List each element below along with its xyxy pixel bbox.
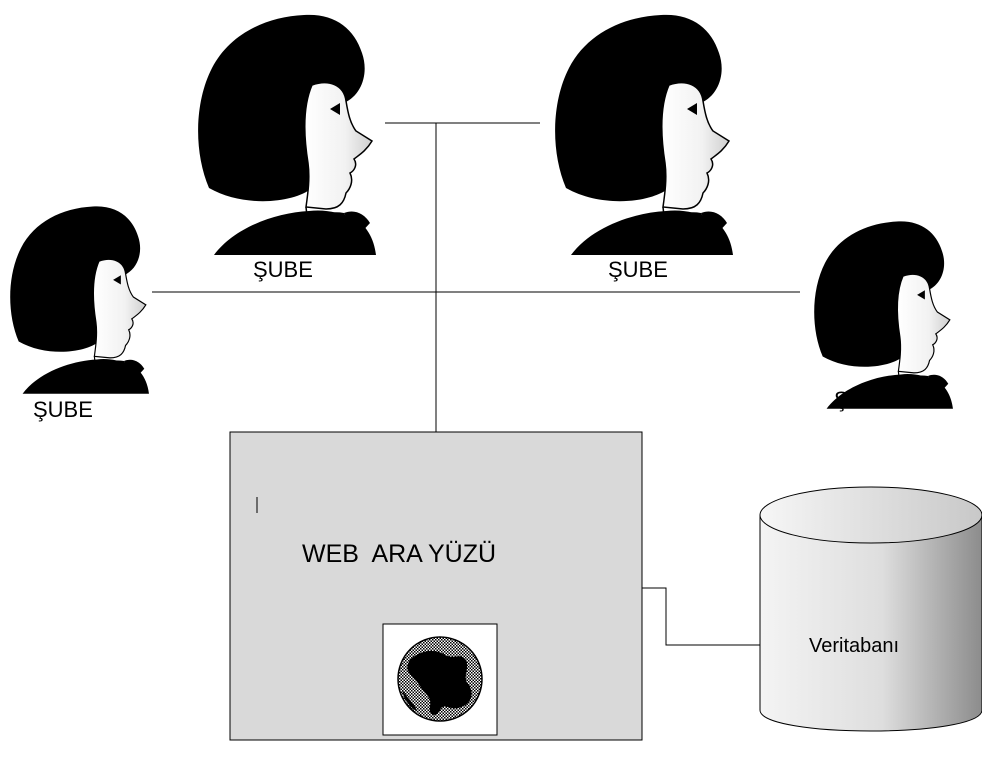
db-link-line: [642, 587, 760, 646]
branch-label-left: ŞUBE: [33, 397, 93, 422]
branch-label-right: ŞUBE: [834, 387, 894, 412]
branch-label-top-right: ŞUBE: [608, 257, 668, 282]
globe-icon: [382, 623, 498, 736]
branch-person-top-left: [197, 14, 377, 256]
branch-person-top-right: [554, 14, 734, 256]
branch-person-left: [9, 205, 150, 395]
branch-person-right: [813, 220, 954, 410]
web-interface-box: WEB ARA YÜZÜ: [229, 431, 643, 741]
database-label: Veritabanı: [809, 635, 899, 657]
branch-label-top-left: ŞUBE: [253, 257, 313, 282]
database-cylinder: Veritabanı: [759, 486, 982, 732]
web-interface-label: WEB ARA YÜZÜ: [302, 540, 496, 568]
network-lines: [152, 122, 800, 646]
